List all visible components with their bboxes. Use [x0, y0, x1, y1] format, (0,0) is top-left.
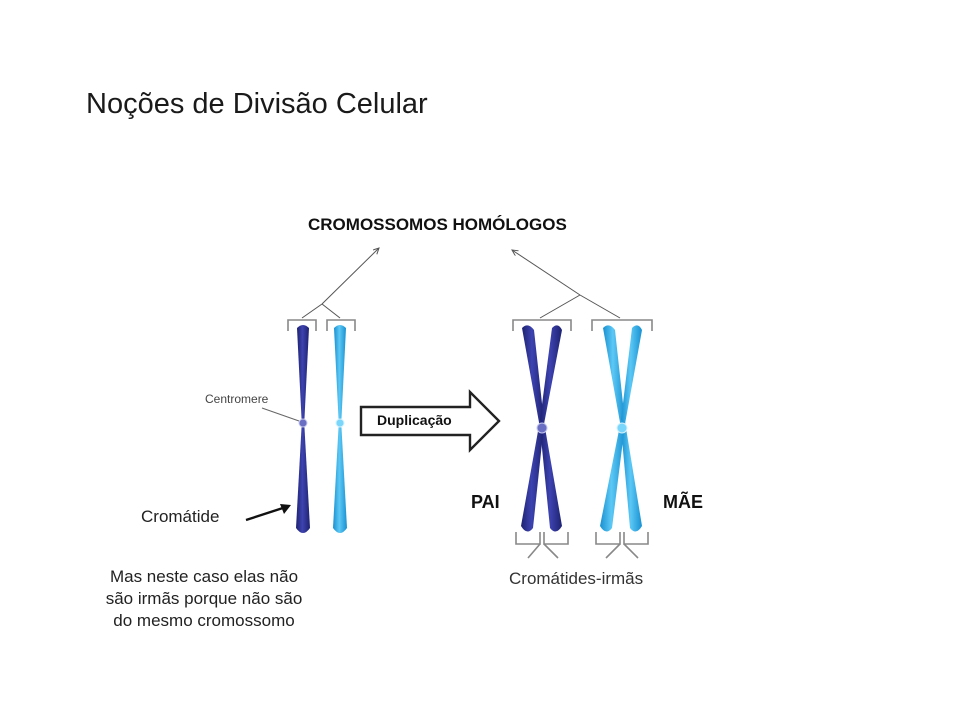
note-line: do mesmo cromossomo	[113, 611, 295, 630]
centromere-mother-single	[335, 418, 345, 428]
chromatid-label: Cromátide	[141, 507, 220, 526]
slide-title: Noções de Divisão Celular	[86, 88, 428, 120]
centromere-pointer	[261, 407, 300, 422]
homologous-pointer-lines	[301, 248, 621, 319]
bottom-brackets	[515, 532, 649, 559]
note-line: são irmãs porque não são	[105, 589, 303, 608]
centromere-father-single	[298, 418, 308, 428]
sister-chromatids-label: Cromátides-irmãs	[509, 569, 644, 588]
note-line: Mas neste caso elas não	[109, 567, 299, 586]
centromere-father-duplicated	[536, 422, 548, 434]
chromosome-mother-duplicated	[600, 325, 642, 532]
explanatory-note: Mas neste caso elas não são irmãs porque…	[80, 566, 328, 632]
centromere-mother-duplicated	[616, 422, 628, 434]
homologous-chromosomes-label: CROMOSSOMOS HOMÓLOGOS	[308, 215, 567, 234]
top-brackets	[287, 319, 653, 331]
chromosome-mother-single	[333, 325, 347, 533]
chromosome-father-duplicated	[521, 325, 562, 532]
chromosome-father-single	[296, 325, 310, 533]
father-label: PAI	[471, 492, 500, 512]
mother-label: MÃE	[663, 492, 703, 512]
chromatid-arrow	[245, 504, 291, 522]
duplication-arrow	[359, 389, 501, 453]
duplication-label: Duplicação	[377, 412, 452, 428]
centromere-label: Centromere	[205, 392, 269, 406]
